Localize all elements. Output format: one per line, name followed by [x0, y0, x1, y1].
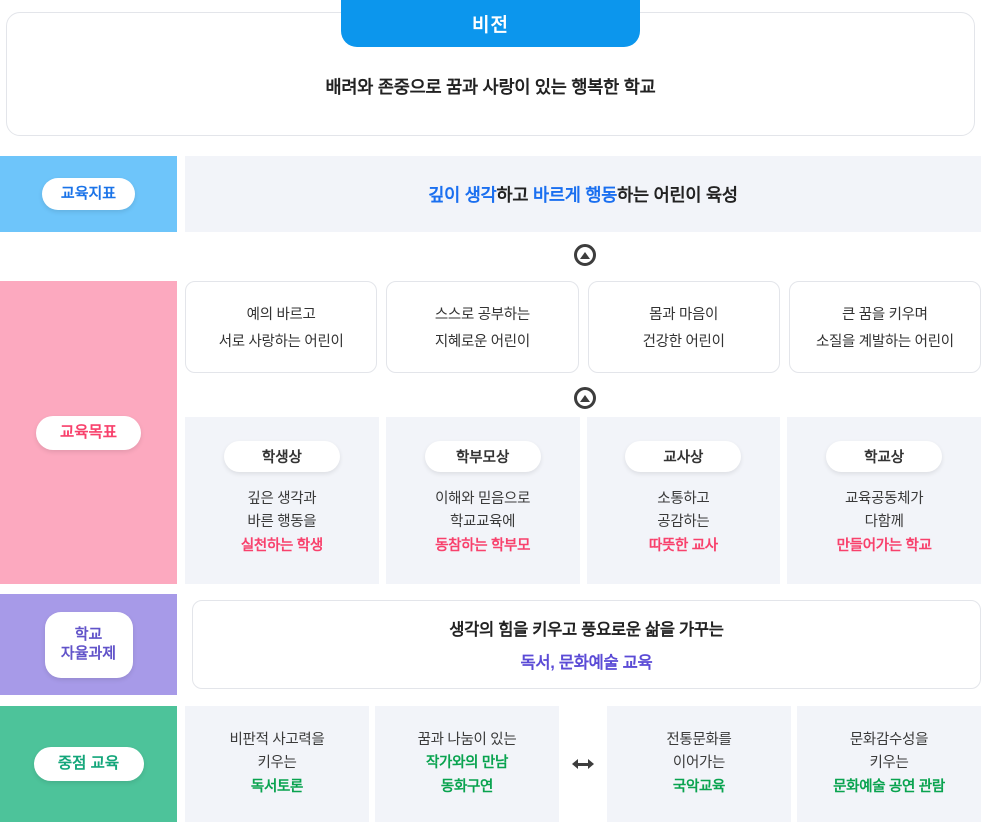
arrow-left-tip [572, 759, 578, 769]
focus-card-author-meeting: 꿈과 나눔이 있는 작가와의 만남 동화구연 [375, 706, 559, 822]
focus-card-line3: 독서토론 [250, 778, 304, 795]
focus-card-group: 비판적 사고력을 키우는 독서토론 꿈과 나눔이 있는 작가와의 만남 동화구연… [185, 706, 981, 822]
focus-card-line1: 꿈과 나눔이 있는 [417, 731, 517, 748]
focus-card-traditional-music: 전통문화를 이어가는 국악교육 [607, 706, 791, 822]
focus-card-line1: 문화감수성을 [849, 731, 929, 748]
focus-card-line2: 이어가는 [672, 755, 726, 772]
task-label: 학교 자율과제 [44, 611, 133, 678]
task-side-band: 학교 자율과제 [0, 594, 177, 695]
task-panel: 생각의 힘을 키우고 풍요로운 삶을 가꾸는 독서, 문화예술 교육 [192, 600, 981, 689]
goal-top-card: 큰 꿈을 키우며 소질을 계발하는 어린이 [788, 281, 981, 373]
vision-section: 비전 배려와 존중으로 꿈과 사랑이 있는 행복한 학교 [0, 0, 981, 140]
goal-top-card-group: 예의 바르고 서로 사랑하는 어린이 스스로 공부하는 지혜로운 어린이 몸과 … [185, 281, 981, 373]
focus-card-line3: 작가와의 만남 [426, 755, 508, 772]
focus-card-reading-debate: 비판적 사고력을 키우는 독서토론 [185, 706, 369, 822]
role-card-line1: 교육공동체가 [845, 491, 924, 507]
arrow-right-tip [588, 759, 594, 769]
role-card-line1: 이해와 믿음으로 [435, 491, 531, 507]
focus-side-band: 중점 교육 [0, 706, 177, 822]
task-label-line2: 자율과제 [60, 644, 117, 662]
focus-label: 중점 교육 [33, 747, 144, 781]
role-card-line2: 공감하는 [657, 514, 710, 531]
arrow-bar [576, 762, 590, 766]
goal-bottom-card-group: 학생상 깊은 생각과 바른 행동을 실천하는 학생 학부모상 이해와 믿음으로 … [185, 417, 981, 584]
task-statement-line2: 독서, 문화예술 교육 [520, 654, 653, 672]
role-card-line3: 실천하는 학생 [240, 537, 323, 554]
goal-top-card-line2: 서로 사랑하는 어린이 [218, 334, 344, 350]
goal-top-card: 예의 바르고 서로 사랑하는 어린이 [185, 281, 378, 373]
goal-top-card-line2: 건강한 어린이 [642, 334, 725, 350]
goal-role-card-parent: 학부모상 이해와 믿음으로 학교교육에 동참하는 학부모 [385, 417, 580, 584]
goal-role-card-student: 학생상 깊은 생각과 바른 행동을 실천하는 학생 [185, 417, 379, 584]
goal-top-card-line1: 스스로 공부하는 [434, 307, 530, 323]
goal-side-band: 교육목표 [0, 281, 177, 584]
role-card-line2: 바른 행동을 [247, 514, 317, 531]
role-card-line1: 소통하고 [657, 491, 710, 507]
double-arrow-horizontal-icon [572, 759, 594, 769]
goal-role-card-teacher: 교사상 소통하고 공감하는 따뜻한 교사 [586, 417, 781, 584]
focus-card-line1: 비판적 사고력을 [229, 731, 325, 748]
goal-top-card: 몸과 마음이 건강한 어린이 [587, 281, 780, 373]
focus-card-line3: 국악교육 [672, 778, 726, 795]
circle-triangle-arrow-icon [574, 387, 596, 409]
indicator-panel: 깊이 생각하고 바르게 행동하는 어린이 육성 [185, 156, 981, 232]
role-pill-label: 학교상 [826, 441, 943, 472]
focus-card-line3: 문화예술 공연 관람 [833, 778, 945, 795]
focus-separator [565, 706, 601, 822]
indicator-text-part-3: 바르게 행동 [532, 184, 618, 205]
goal-top-card-line2: 지혜로운 어린이 [434, 334, 530, 350]
education-goal-row: 교육목표 [0, 281, 981, 584]
goal-top-card-line1: 몸과 마음이 [649, 307, 719, 323]
goal-role-card-school: 학교상 교육공동체가 다함께 만들어가는 학교 [787, 417, 981, 584]
focus-card-line2: 키우는 [257, 755, 297, 772]
role-card-line3: 만들어가는 학교 [836, 537, 932, 554]
role-card-line3: 동참하는 학부모 [435, 537, 531, 554]
role-pill-label: 교사상 [625, 441, 742, 472]
indicator-body: 깊이 생각하고 바르게 행동하는 어린이 육성 [185, 156, 981, 232]
goal-top-card-line1: 큰 꿈을 키우며 [842, 307, 928, 323]
role-card-line3: 따뜻한 교사 [648, 537, 718, 554]
education-indicator-row: 교육지표 깊이 생각하고 바르게 행동하는 어린이 육성 [0, 156, 981, 232]
goal-top-card-line1: 예의 바르고 [246, 307, 316, 323]
indicator-text-part-1: 깊이 생각 [428, 184, 497, 205]
goal-label: 교육목표 [36, 415, 141, 450]
task-label-line1: 학교 [74, 625, 103, 643]
goal-top-card: 스스로 공부하는 지혜로운 어린이 [386, 281, 579, 373]
circle-triangle-arrow-icon [574, 244, 596, 266]
focus-card-line1: 전통문화를 [666, 731, 732, 748]
vision-statement: 배려와 존중으로 꿈과 사랑이 있는 행복한 학교 [325, 77, 656, 97]
indicator-statement: 깊이 생각하고 바르게 행동하는 어린이 육성 [428, 182, 738, 207]
focus-education-row: 중점 교육 [0, 706, 981, 822]
vision-badge: 비전 [341, 0, 640, 47]
role-card-line2: 다함께 [864, 514, 904, 531]
task-statement-line1: 생각의 힘을 키우고 풍요로운 삶을 가꾸는 [449, 621, 724, 639]
indicator-text-part-4: 하는 어린이 육성 [617, 184, 738, 205]
focus-card-line2: 키우는 [869, 755, 909, 772]
role-pill-label: 학부모상 [424, 441, 541, 472]
indicator-text-part-2: 하고 [496, 184, 533, 205]
goal-top-card-line2: 소질을 계발하는 어린이 [815, 334, 954, 350]
school-autonomous-task-row: 학교 자율과제 [0, 594, 981, 695]
indicator-label: 교육지표 [42, 178, 135, 210]
focus-card-line4: 동화구연 [440, 778, 494, 795]
focus-card-arts-performance: 문화감수성을 키우는 문화예술 공연 관람 [797, 706, 981, 822]
indicator-side-band: 교육지표 [0, 156, 177, 232]
role-card-line1: 깊은 생각과 [247, 491, 317, 507]
role-pill-label: 학생상 [223, 441, 340, 472]
role-card-line2: 학교교육에 [450, 514, 516, 531]
